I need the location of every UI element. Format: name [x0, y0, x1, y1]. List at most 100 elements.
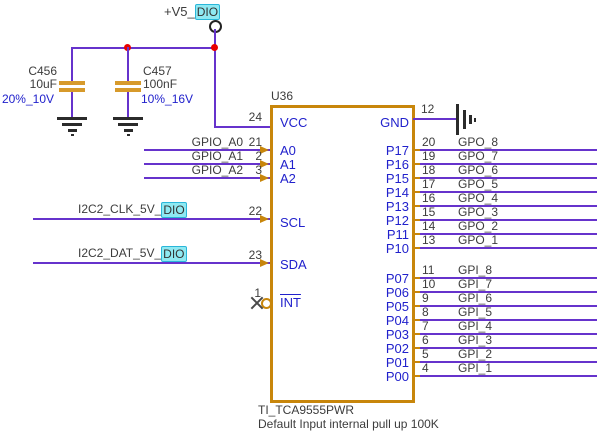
pin-arrow-icon [260, 174, 269, 182]
port-name: P02 [385, 341, 409, 356]
wire [420, 319, 597, 321]
net-label-text: I2C2_CLK_5V_ [78, 202, 162, 216]
ground-icon [62, 123, 82, 126]
net-label[interactable]: GPO_8 [458, 135, 499, 149]
pin-number: 13 [422, 233, 436, 247]
wire [420, 277, 597, 279]
pin-stub [413, 333, 422, 335]
ground-icon [118, 123, 138, 126]
capacitor-ref: C457 [143, 64, 172, 78]
port-name: P12 [385, 213, 409, 228]
pin-stub [413, 247, 422, 249]
pin-arrow-icon [260, 160, 269, 168]
net-label[interactable]: GPO_4 [458, 191, 499, 205]
pin-arrow-icon [260, 259, 269, 267]
net-label[interactable]: GPI_5 [458, 305, 493, 319]
net-highlight-tag[interactable]: DIO [161, 201, 187, 218]
wire [71, 47, 73, 82]
net-label[interactable]: I2C2_DAT_5V_ DIO [78, 245, 187, 262]
pin-stub [413, 205, 422, 207]
capacitor-value: 10uF [29, 77, 57, 91]
pin-number: 6 [422, 333, 429, 347]
capacitor-rating: 20%_10V [1, 92, 54, 106]
pin-number: 14 [422, 219, 436, 233]
pin-number: 2 [255, 149, 262, 163]
ground-icon [71, 134, 74, 136]
ground-icon [68, 129, 77, 132]
wire [420, 191, 597, 193]
pin-number: 1 [254, 286, 261, 300]
wire [420, 177, 597, 179]
wire [413, 118, 458, 120]
chip-body[interactable] [270, 105, 415, 403]
net-label[interactable]: GPO_7 [458, 149, 499, 163]
net-label[interactable]: GPI_7 [458, 277, 493, 291]
net-label[interactable]: GPI_1 [458, 361, 493, 375]
net-label[interactable]: GPO_3 [458, 205, 499, 219]
chip-part-number: TI_TCA9555PWR [258, 403, 355, 417]
pin-stub [413, 163, 422, 165]
wire [420, 163, 597, 165]
ground-icon [456, 104, 459, 135]
net-label[interactable]: GPIO_A1 [191, 149, 243, 163]
net-highlight-tag[interactable]: DIO [161, 245, 187, 262]
wire [420, 247, 597, 249]
port-name: A2 [280, 171, 296, 186]
capacitor-plate[interactable] [115, 88, 141, 92]
pin-number: 15 [422, 205, 436, 219]
net-label[interactable]: GPIO_A0 [191, 135, 243, 149]
port-name: P01 [385, 355, 409, 370]
port-name: P10 [385, 241, 409, 256]
net-label[interactable]: GPO_6 [458, 163, 499, 177]
net-label[interactable]: GPI_2 [458, 347, 493, 361]
net-label[interactable]: GPI_3 [458, 333, 493, 347]
wire [420, 205, 597, 207]
pin-number: 23 [248, 248, 262, 262]
port-name: P03 [385, 327, 409, 342]
capacitor-ref: C456 [28, 64, 57, 78]
port-name: P15 [385, 171, 409, 186]
wire [71, 92, 73, 118]
pin-number: 16 [422, 191, 436, 205]
ground-icon [127, 134, 130, 136]
pin-number: 4 [422, 361, 429, 375]
port-name: P05 [385, 299, 409, 314]
net-label[interactable]: GPI_4 [458, 319, 493, 333]
pin-stub [413, 375, 422, 377]
net-label[interactable]: GPI_6 [458, 291, 493, 305]
pin-stub [413, 347, 422, 349]
power-net-label: +V5_ DIO [164, 3, 221, 20]
pin-number: 22 [248, 204, 262, 218]
pin-number: 20 [422, 135, 436, 149]
power-net-highlight-tag[interactable]: DIO [194, 3, 221, 20]
pin-number: 9 [422, 291, 429, 305]
capacitor-plate[interactable] [115, 81, 141, 85]
pin-number: 3 [255, 163, 262, 177]
wire [420, 291, 597, 293]
chip-note: Default Input internal pull up 100K [258, 417, 439, 431]
ground-icon [57, 117, 87, 120]
net-label[interactable]: I2C2_CLK_5V_ DIO [78, 201, 187, 218]
port-name: P17 [385, 143, 409, 158]
port-name: A0 [280, 143, 296, 158]
capacitor-plate[interactable] [59, 81, 85, 85]
wire [144, 177, 270, 179]
wire [144, 163, 270, 165]
net-label-text: I2C2_DAT_5V_ [78, 246, 162, 260]
pin-number: 17 [422, 177, 436, 191]
wire [420, 333, 597, 335]
pin-stub [413, 291, 422, 293]
ground-icon [469, 115, 472, 124]
capacitor-plate[interactable] [59, 88, 85, 92]
net-label[interactable]: GPIO_A2 [191, 163, 243, 177]
net-label[interactable]: GPO_5 [458, 177, 499, 191]
port-name: P11 [386, 227, 409, 242]
net-label[interactable]: GPI_8 [458, 263, 493, 277]
wire [127, 92, 129, 118]
wire [420, 233, 597, 235]
pin-number: 5 [422, 347, 429, 361]
net-label[interactable]: GPO_1 [458, 233, 499, 247]
net-label[interactable]: GPO_2 [458, 219, 499, 233]
ground-icon [463, 110, 466, 129]
wire [214, 29, 216, 127]
